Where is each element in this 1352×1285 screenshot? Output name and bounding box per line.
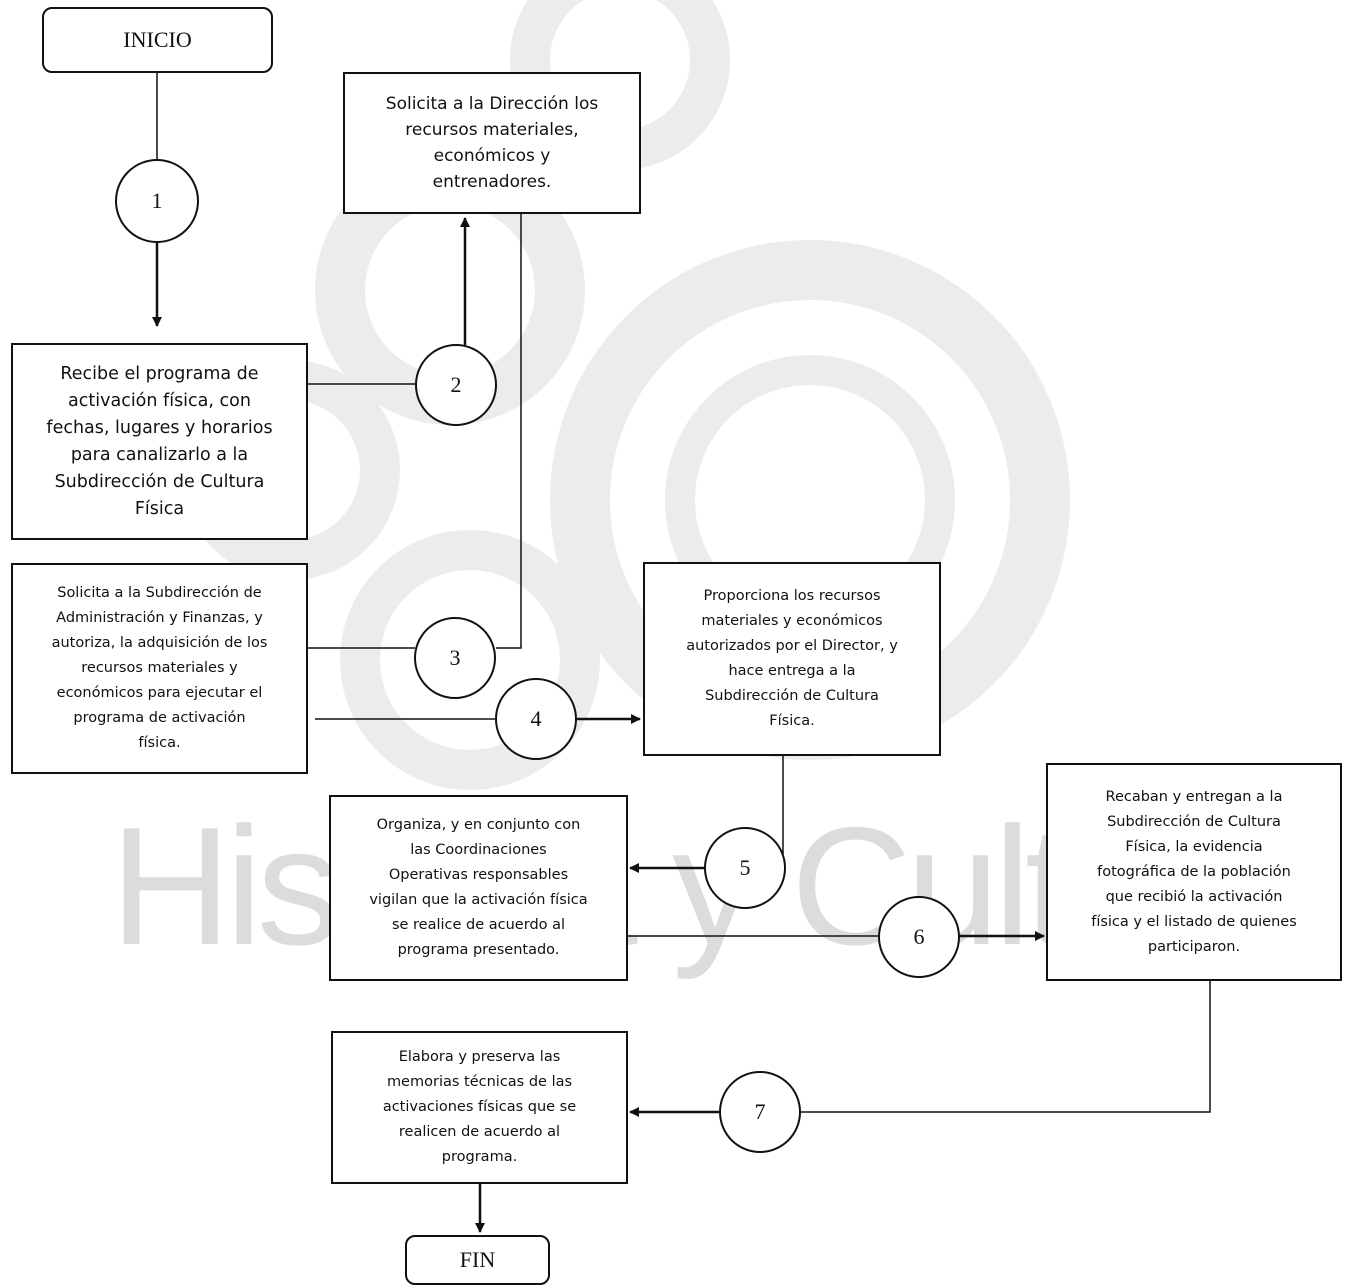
box-organiza-text: Organiza, y en conjunto con las Coordina… (369, 817, 588, 958)
box-solicita-direccion-text: Solicita a la Dirección los recursos mat… (385, 94, 599, 192)
step-number-1: 1 (151, 188, 163, 213)
step-number-2: 2 (450, 372, 462, 397)
step-number-4: 4 (530, 706, 542, 731)
step-circle-6: 6 (878, 896, 960, 978)
connector-direccion-3 (496, 212, 522, 649)
step-circle-4: 4 (495, 678, 577, 760)
step-number-6: 6 (913, 924, 925, 949)
step-circle-1: 1 (115, 159, 199, 243)
step-circle-7: 7 (719, 1071, 801, 1153)
start-label: INICIO (123, 27, 192, 52)
step-number-7: 7 (754, 1099, 766, 1124)
step-circle-5: 5 (704, 827, 786, 909)
box-elabora-text: Elabora y preserva las memorias técnicas… (382, 1049, 577, 1165)
step-number-3: 3 (449, 645, 461, 670)
box-proporciona-recursos: Proporciona los recursos materiales y ec… (643, 562, 941, 756)
box-recaban-text: Recaban y entregan a la Subdirección de … (1091, 788, 1297, 955)
step-number-5: 5 (739, 855, 751, 880)
box-proporciona-recursos-text: Proporciona los recursos materiales y ec… (686, 588, 898, 729)
box-recibe-programa: Recibe el programa de activación física,… (11, 343, 308, 540)
box-solicita-subdireccion: Solicita a la Subdirección de Administra… (11, 563, 308, 774)
box-solicita-direccion: Solicita a la Dirección los recursos mat… (343, 72, 641, 214)
box-recibe-programa-text: Recibe el programa de activación física,… (46, 363, 273, 519)
end-terminal: FIN (405, 1235, 550, 1285)
step-circle-3: 3 (414, 617, 496, 699)
box-solicita-subdireccion-text: Solicita a la Subdirección de Administra… (51, 585, 268, 751)
end-label: FIN (459, 1247, 496, 1272)
step-circle-2: 2 (415, 344, 497, 426)
box-recaban: Recaban y entregan a la Subdirección de … (1046, 763, 1342, 981)
connector-recaban-7 (801, 980, 1211, 1113)
start-terminal: INICIO (42, 7, 273, 73)
box-elabora: Elabora y preserva las memorias técnicas… (331, 1031, 628, 1184)
box-organiza: Organiza, y en conjunto con las Coordina… (329, 795, 628, 981)
